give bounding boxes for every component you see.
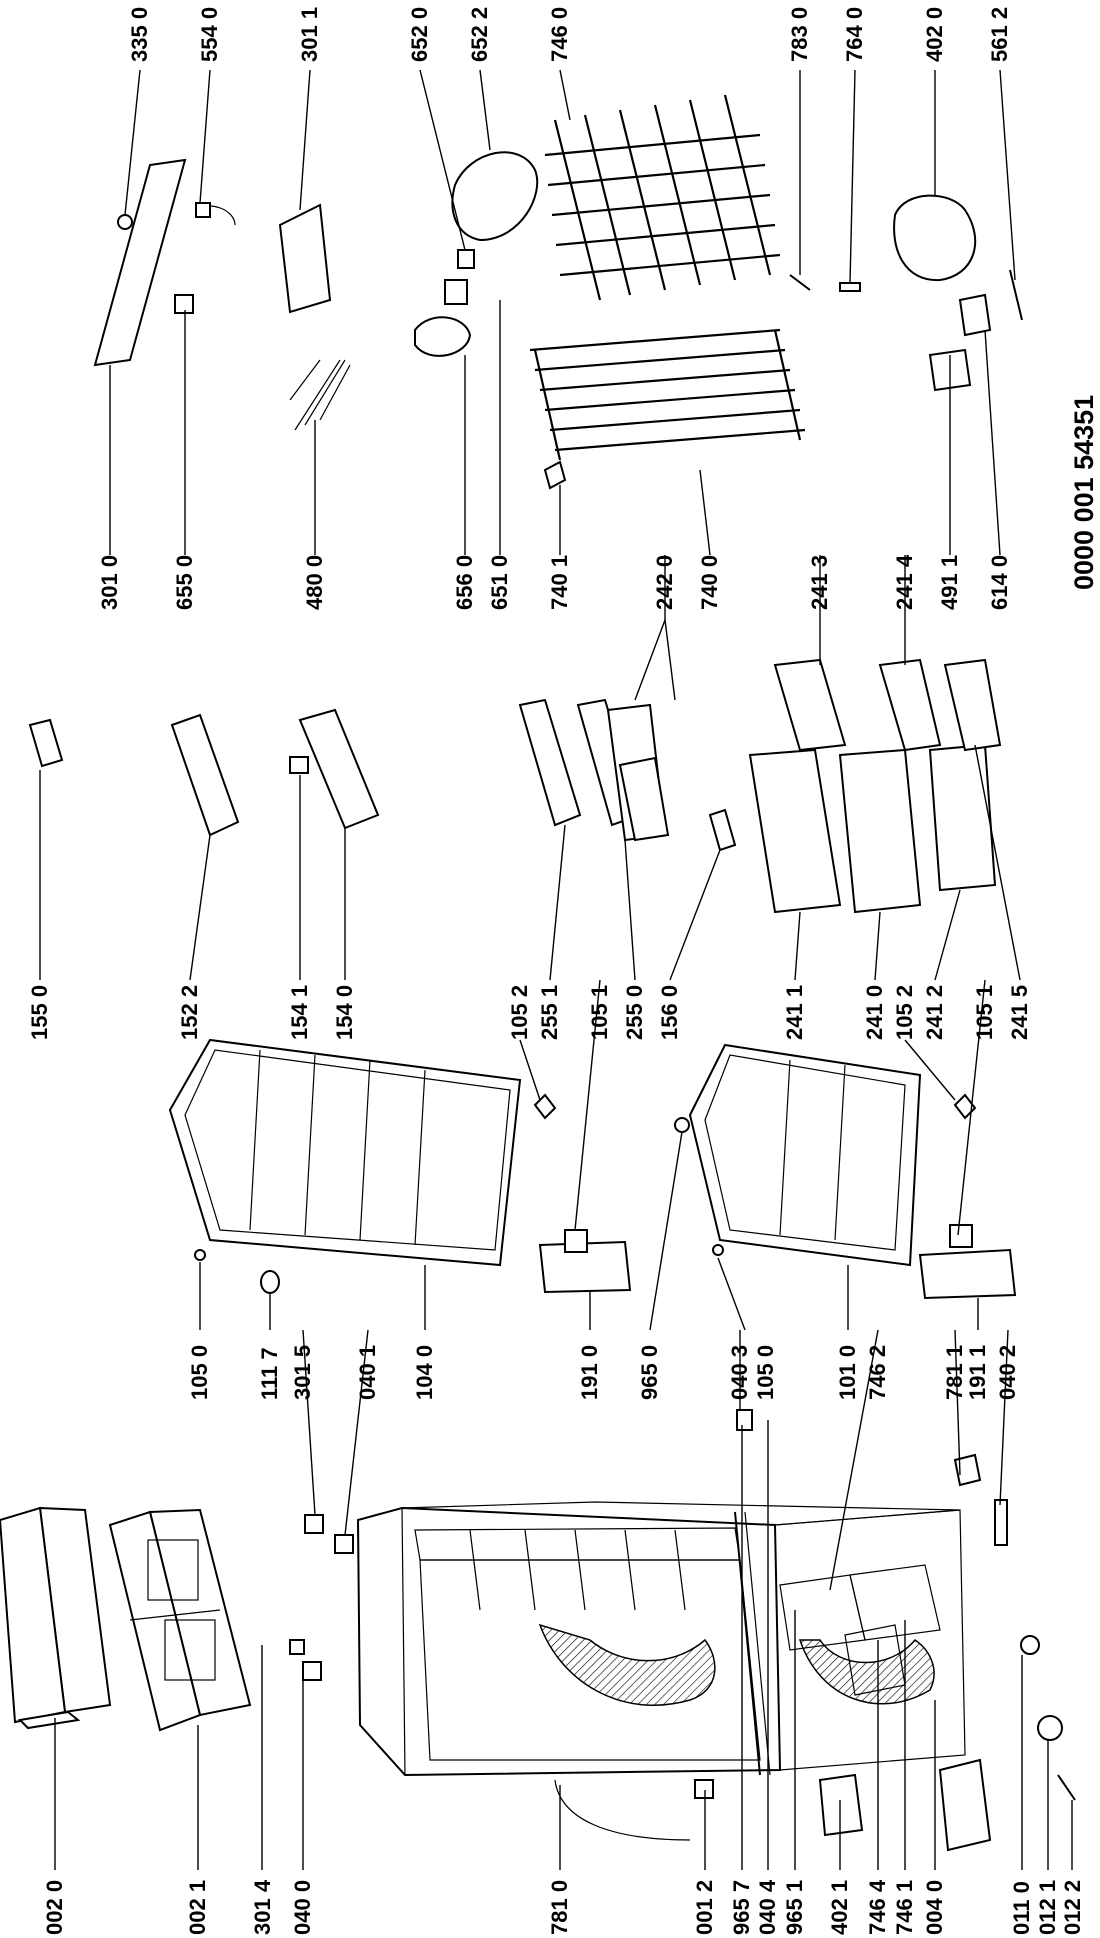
part-label: 105 2 — [892, 985, 917, 1040]
part-label: 002 1 — [185, 1880, 210, 1935]
part-label: 012 2 — [1060, 1880, 1085, 1935]
part-label: 012 1 — [1035, 1880, 1060, 1935]
part-label: 040 0 — [290, 1880, 315, 1935]
part-label: 241 1 — [782, 985, 807, 1040]
part-label: 040 2 — [995, 1345, 1020, 1400]
fridge-door-drawing — [688, 1043, 1017, 1300]
top-cover-drawing — [0, 1506, 112, 1730]
part-label: 480 0 — [302, 555, 327, 610]
part-label: 554 0 — [197, 7, 222, 62]
part-label: 402 0 — [922, 7, 947, 62]
part-label: 241 0 — [862, 985, 887, 1040]
part-label: 740 0 — [697, 555, 722, 610]
part-label: 001 2 — [692, 1880, 717, 1935]
part-label: 104 0 — [412, 1345, 437, 1400]
part-label: 004 0 — [922, 1880, 947, 1935]
part-label: 191 1 — [965, 1345, 990, 1400]
part-label: 111 7 — [257, 1347, 282, 1400]
part-label: 241 4 — [892, 554, 917, 610]
control-panel-drawing — [93, 158, 236, 367]
part-label: 255 0 — [622, 985, 647, 1040]
freezer-door-drawing — [168, 1038, 632, 1294]
part-label: 335 0 — [127, 7, 152, 62]
shelves-drawing — [518, 658, 1002, 914]
part-label: 241 3 — [807, 555, 832, 610]
part-label: 652 0 — [407, 7, 432, 62]
part-label: 764 0 — [842, 7, 867, 62]
part-label: 965 1 — [782, 1880, 807, 1935]
part-label: 746 2 — [865, 1345, 890, 1400]
part-label: 105 2 — [507, 985, 532, 1040]
part-label: 301 5 — [290, 1345, 315, 1400]
part-label: 746 0 — [547, 7, 572, 62]
part-label: 154 0 — [332, 985, 357, 1040]
part-label: 241 5 — [1007, 985, 1032, 1040]
leader-lines — [39, 69, 1073, 1870]
part-label: 101 0 — [835, 1345, 860, 1400]
fan-assembly-drawing — [414, 151, 539, 357]
part-label: 614 0 — [987, 555, 1012, 610]
part-label: 155 0 — [27, 985, 52, 1040]
part-label: 241 2 — [922, 985, 947, 1040]
part-label: 783 0 — [787, 7, 812, 62]
compressor-drawing — [789, 194, 1023, 392]
part-label: 011 0 — [1009, 1881, 1034, 1935]
part-labels: 002 0 002 1 301 4 040 0 781 0 001 2 965 … — [27, 7, 1085, 1935]
part-label: 746 4 — [865, 1879, 890, 1935]
part-label: 156 0 — [657, 985, 682, 1040]
part-label: 242 0 — [652, 555, 677, 610]
part-label: 402 1 — [827, 1880, 852, 1935]
part-label: 040 3 — [727, 1345, 752, 1400]
part-label: 040 1 — [355, 1345, 380, 1400]
part-label: 002 0 — [42, 1880, 67, 1935]
top-frame-drawing — [108, 1508, 252, 1732]
part-label: 255 1 — [537, 985, 562, 1040]
part-label: 651 0 — [487, 555, 512, 610]
part-label: 965 0 — [637, 1345, 662, 1400]
part-label: 040 4 — [755, 1879, 780, 1935]
part-label: 655 0 — [172, 555, 197, 610]
part-label: 154 1 — [287, 985, 312, 1040]
door-balconies-drawing — [28, 708, 380, 837]
part-label: 491 1 — [937, 555, 962, 610]
part-label: 191 0 — [577, 1345, 602, 1400]
part-label: 105 0 — [187, 1345, 212, 1400]
part-label: 105 0 — [753, 1345, 778, 1400]
lower-misc-parts-drawing — [289, 1409, 1076, 1852]
part-label: 781 0 — [547, 1880, 572, 1935]
part-label: 301 1 — [297, 7, 322, 62]
part-label: 746 1 — [892, 1880, 917, 1935]
part-label: 105 1 — [587, 985, 612, 1040]
part-label: 965 7 — [729, 1880, 754, 1935]
cabinet-body-drawing — [356, 1501, 966, 1777]
coil-drawing — [529, 94, 806, 490]
part-label: 740 1 — [547, 555, 572, 610]
part-label: 561 2 — [987, 7, 1012, 62]
panel-and-wiring-drawing — [278, 203, 351, 431]
document-number: 0000 001 54351 — [1069, 395, 1099, 590]
part-label: 652 2 — [467, 7, 492, 62]
part-label: 656 0 — [452, 555, 477, 610]
part-label: 152 2 — [177, 985, 202, 1040]
part-label: 781 1 — [942, 1345, 967, 1400]
part-label: 105 1 — [972, 985, 997, 1040]
part-label: 301 0 — [97, 555, 122, 610]
part-label: 301 4 — [250, 1879, 275, 1935]
